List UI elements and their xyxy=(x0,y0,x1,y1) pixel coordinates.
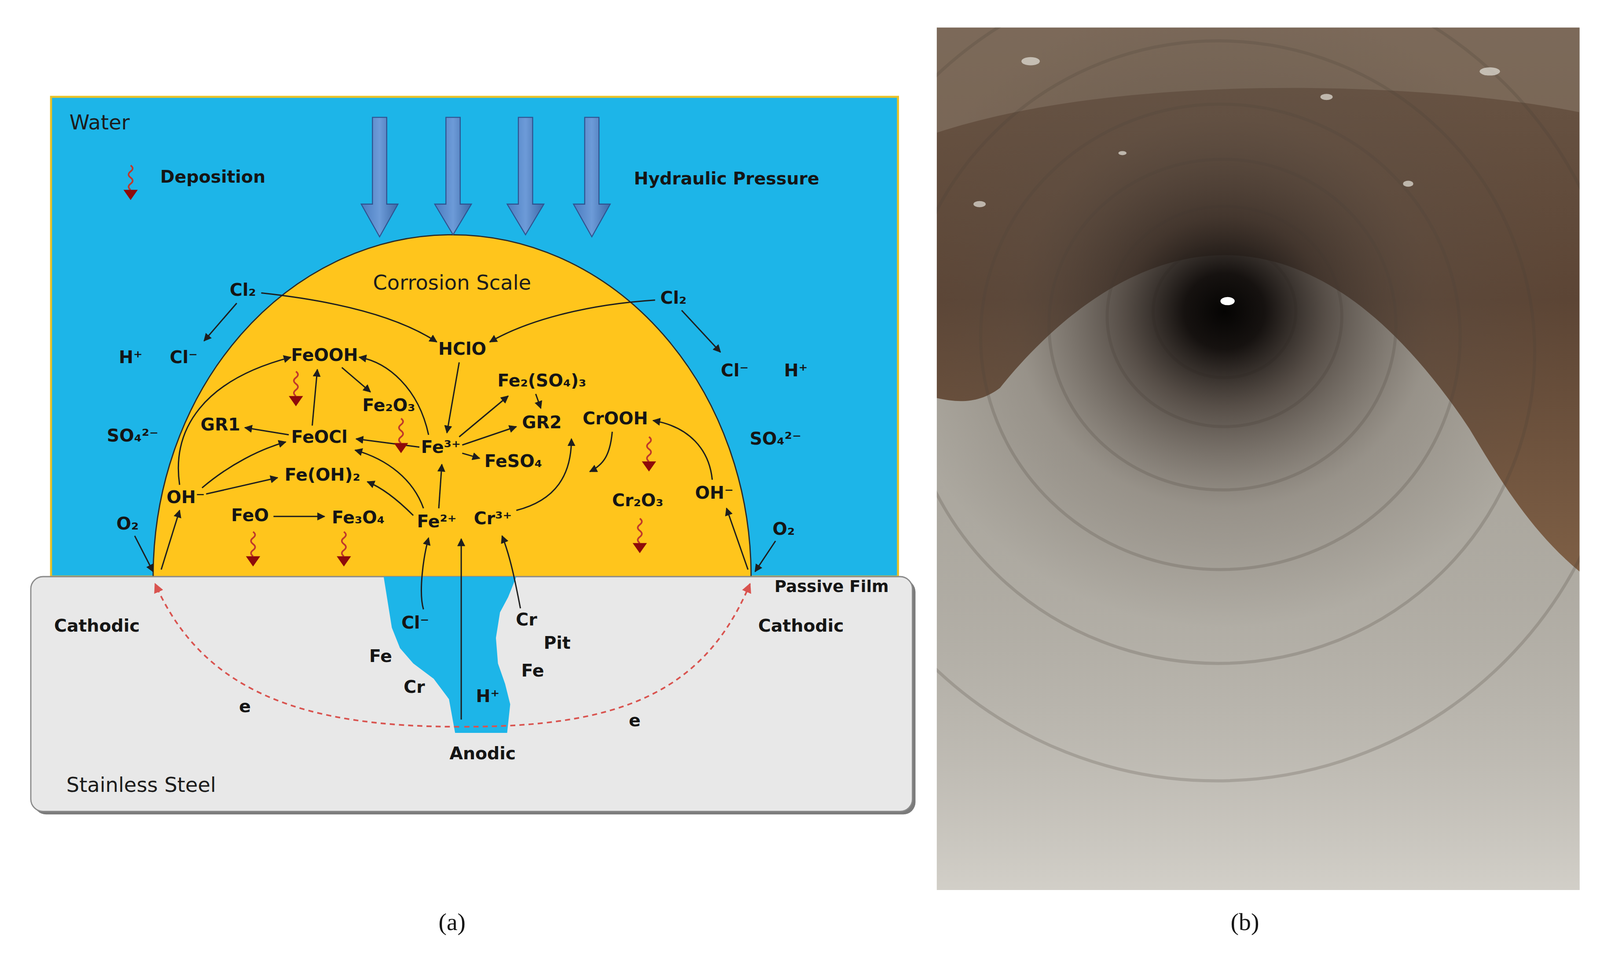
surface-label: Passive Film xyxy=(774,577,889,597)
chemical-label: H⁺ xyxy=(118,347,143,367)
water-fill xyxy=(51,96,899,577)
scale-fill xyxy=(153,234,752,577)
chemical-label: FeOCl xyxy=(291,426,348,447)
chemical-label: Cr³⁺ xyxy=(473,508,512,529)
reaction-arrow xyxy=(273,515,325,518)
chemical-label: Fe₃O₄ xyxy=(331,507,385,528)
chemical-label: Fe₂O₃ xyxy=(362,395,415,415)
chemical-label: OH⁻ xyxy=(166,487,205,507)
chemical-label: Cl₂ xyxy=(229,279,257,300)
chemical-label: Cl⁻ xyxy=(720,360,749,381)
light-spot xyxy=(1220,297,1235,306)
chemical-label: Cr₂O₃ xyxy=(612,490,664,511)
annotation-label: Hydraulic Pressure xyxy=(633,168,819,189)
chemical-label: Fe₂(SO₄)₃ xyxy=(497,370,587,391)
chemical-label: GR2 xyxy=(521,412,562,433)
legend: Deposition xyxy=(0,0,1600,20)
panel-label: (a) xyxy=(438,907,466,936)
chemical-label: Cl⁻ xyxy=(401,612,430,633)
chemical-label: Fe²⁺ xyxy=(416,511,457,532)
electron-label: e xyxy=(238,696,251,716)
node-title: Corrosion Scale xyxy=(372,271,532,295)
region-label: Cathodic xyxy=(758,615,845,636)
scale-speckles xyxy=(973,57,1501,208)
chemical-label: Fe³⁺ xyxy=(421,436,461,457)
region-label: Cathodic xyxy=(54,615,140,636)
chemical-label: FeSO₄ xyxy=(484,451,543,471)
pipe-photo xyxy=(936,27,1580,890)
reaction-arrow xyxy=(460,538,463,720)
scale-outline xyxy=(153,234,752,577)
chemical-label: Fe(OH)₂ xyxy=(284,464,361,485)
steel-fill xyxy=(30,576,913,812)
chemical-label: CrOOH xyxy=(582,408,648,429)
chemical-label: Fe xyxy=(521,660,544,681)
chemical-label: FeOOH xyxy=(290,344,358,365)
node-title: Stainless Steel xyxy=(66,773,217,797)
chemical-label: SO₄²⁻ xyxy=(749,428,802,449)
pipe-rings xyxy=(936,27,1580,781)
chemical-label: Cl⁻ xyxy=(169,347,198,367)
node-title: Water xyxy=(69,110,130,135)
chemical-label: H⁺ xyxy=(784,360,808,381)
chemical-label: OH⁻ xyxy=(695,482,734,503)
chemical-label: HClO xyxy=(438,338,487,359)
chemical-label: Cr xyxy=(515,609,537,630)
electron-label: e xyxy=(628,710,641,731)
steel-substrate: Stainless Steel xyxy=(30,576,916,815)
legend-text: Deposition xyxy=(160,166,266,187)
chemical-label: Cr xyxy=(403,676,425,697)
region-label: Anodic xyxy=(449,743,516,764)
pipe-depth xyxy=(936,27,1562,628)
chemical-label: Cl₂ xyxy=(660,287,687,308)
region-label: Pit xyxy=(543,632,571,653)
chemical-label: GR1 xyxy=(200,414,241,435)
chemical-label: FeO xyxy=(231,505,269,525)
chemical-label: O₂ xyxy=(772,518,796,539)
chemical-label: Fe xyxy=(369,645,393,666)
chemical-label: O₂ xyxy=(116,513,139,534)
panel-label: (b) xyxy=(1230,907,1260,936)
chemical-label: H⁺ xyxy=(476,686,500,706)
chemical-label: SO₄²⁻ xyxy=(106,425,159,446)
label-layer: Hydraulic PressureCl₂ Cl₂ HClO FeOOH H⁺ Cl⁻ Cl… xyxy=(0,0,1600,893)
